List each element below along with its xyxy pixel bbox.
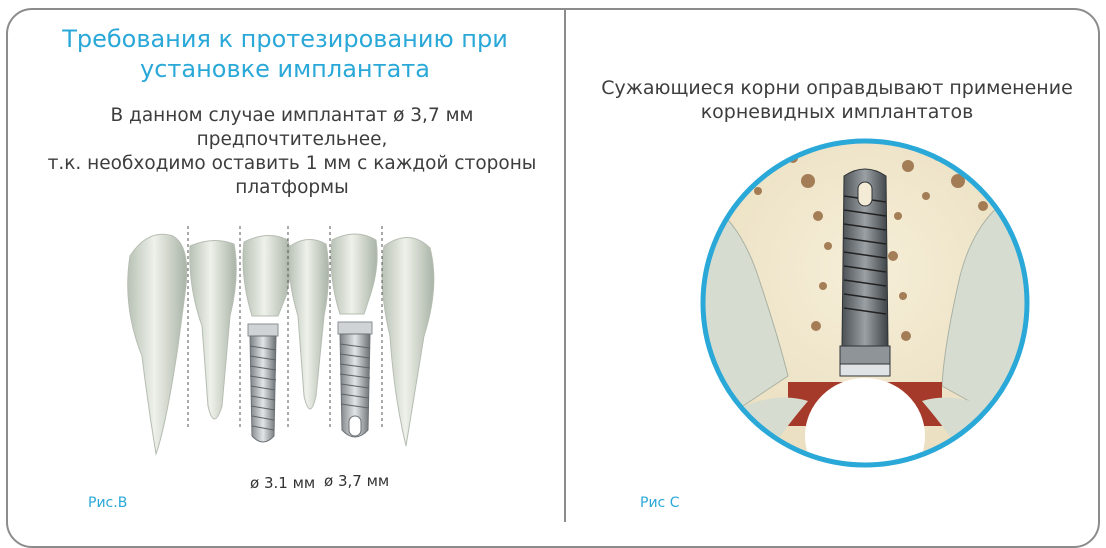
root-implant-circle-illustration <box>698 136 1032 470</box>
figure-caption-c: Рис С <box>640 495 679 511</box>
tooth-incisor-4 <box>289 239 329 409</box>
right-title-line-2: корневидных имплантатов <box>572 100 1102 124</box>
implant-3-1 <box>248 324 278 442</box>
left-title-line-1: Требования к протезированию при <box>30 24 540 54</box>
right-title-line-1: Сужающиеся корни оправдывают применение <box>572 76 1102 100</box>
teeth-implant-illustration <box>118 226 478 466</box>
root-implant <box>840 169 890 376</box>
left-desc-line-1: В данном случае имплантат ø 3,7 мм <box>22 104 562 128</box>
implant-label-3-1: ø 3.1 мм <box>250 474 315 492</box>
right-panel-title: Сужающиеся корни оправдывают применение … <box>572 76 1102 124</box>
tooth-canine-left <box>128 234 187 454</box>
implant-label-3-7: ø 3,7 мм <box>324 472 389 490</box>
tooth-incisor-5 <box>331 234 377 314</box>
left-desc-line-2: предпочтительнее, <box>22 128 562 152</box>
left-title-line-2: установке имплантата <box>30 54 540 84</box>
panel-divider <box>564 10 566 522</box>
implant-3-7 <box>338 322 372 437</box>
left-panel-title: Требования к протезированию при установк… <box>30 24 540 84</box>
tooth-incisor-2 <box>190 240 237 419</box>
figure-caption-b: Рис.B <box>88 495 127 511</box>
left-desc-line-3: т.к. необходимо оставить 1 мм с каждой с… <box>22 152 562 176</box>
tooth-canine-right <box>382 237 434 446</box>
left-desc-line-4: платформы <box>22 176 562 200</box>
tooth-incisor-3 <box>243 235 291 316</box>
left-panel-description: В данном случае имплантат ø 3,7 мм предп… <box>22 104 562 200</box>
